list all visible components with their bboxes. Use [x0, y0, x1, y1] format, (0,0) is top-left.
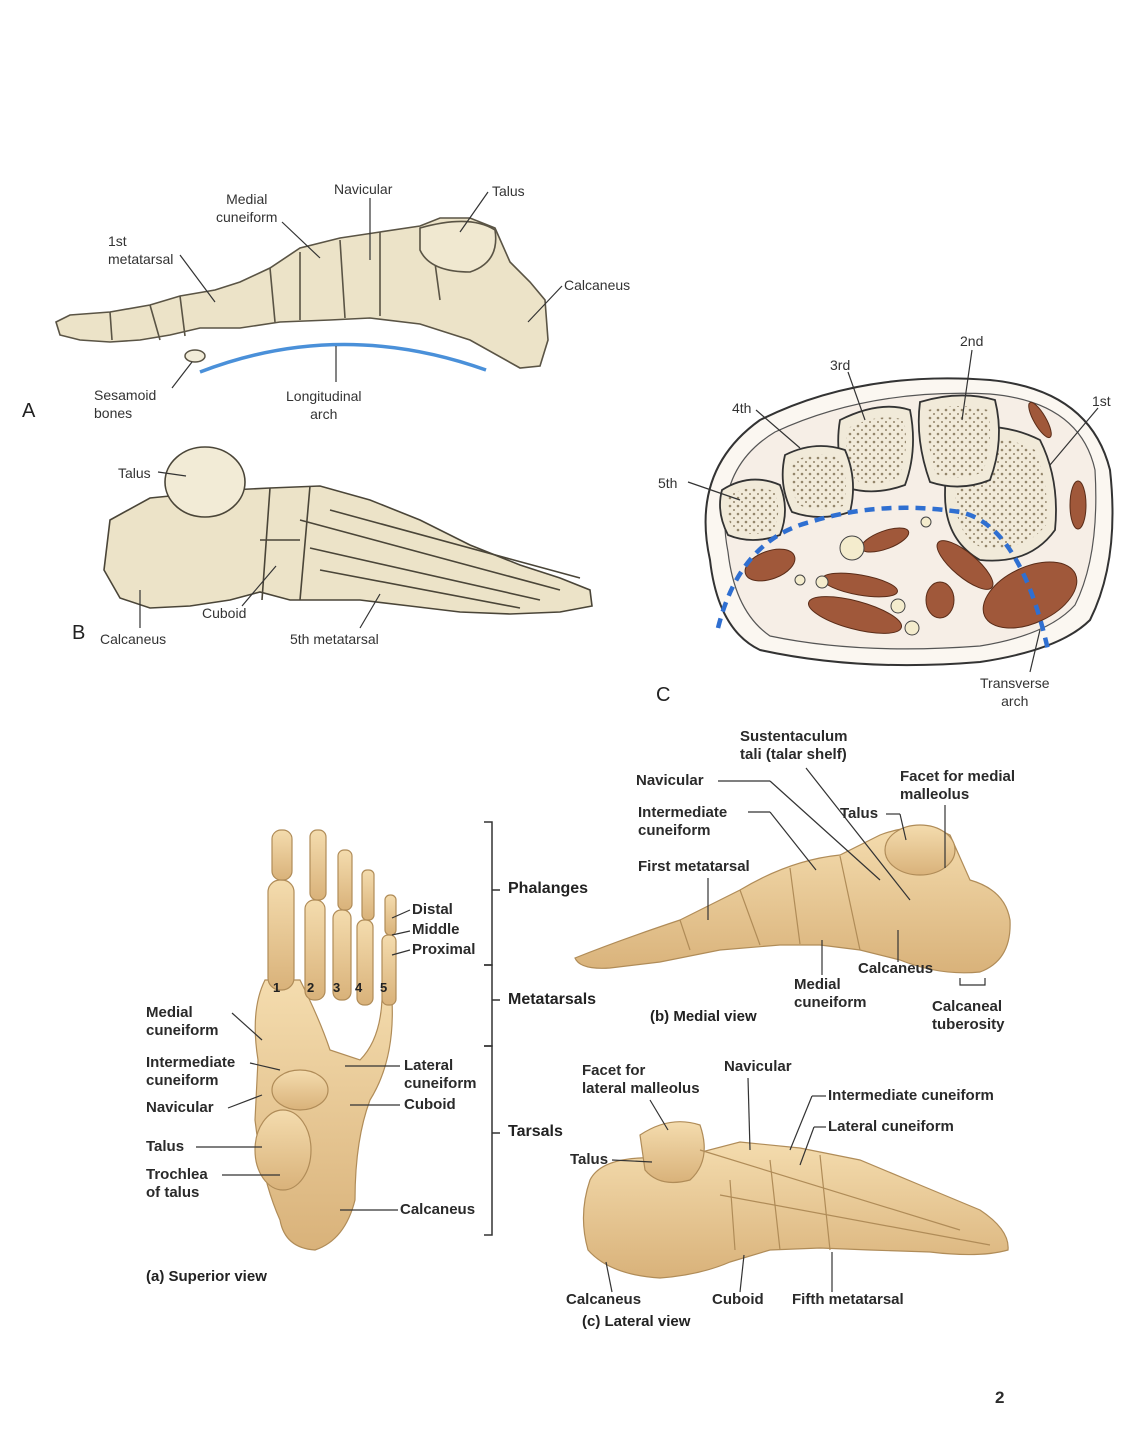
label-med-navicular: Navicular — [636, 772, 704, 789]
label-a-medial-cuneiform: Medial cuneiform — [216, 191, 278, 225]
label-sup-navicular: Navicular — [146, 1099, 214, 1116]
panel-a-foot-medial-sketch — [55, 217, 549, 369]
label-med-facet-medial: Facet for medial malleolus — [900, 768, 1016, 803]
label-lat-talus: Talus — [570, 1151, 609, 1168]
lateral-view-foot — [582, 1121, 1009, 1279]
label-med-calcaneal-tuberosity: Calcaneal tuberosity — [932, 998, 1005, 1033]
label-med-intermediate-cuneiform: Intermediate cuneiform — [638, 804, 728, 839]
caption-superior-view: (a) Superior view — [146, 1268, 267, 1285]
label-lat-cuboid: Cuboid — [712, 1291, 764, 1308]
superior-view-leader-lines — [196, 909, 411, 1211]
caption-lateral-view: (c) Lateral view — [582, 1313, 691, 1330]
label-b-fifth-metatarsal: 5th metatarsal — [290, 631, 379, 647]
label-c-4th: 4th — [732, 400, 752, 416]
label-sup-medial-cuneiform: Medial cuneiform — [146, 1004, 219, 1039]
label-c-1st: 1st — [1092, 393, 1111, 409]
caption-medial-view: (b) Medial view — [650, 1008, 757, 1025]
label-med-talus: Talus — [840, 805, 879, 822]
label-med-calcaneus: Calcaneus — [858, 960, 934, 977]
label-c-transverse-arch: Transverse arch — [980, 675, 1050, 709]
label-c-3rd: 3rd — [830, 357, 851, 373]
group-brackets — [484, 821, 500, 1236]
metatarsal-number-4: 4 — [355, 980, 363, 995]
label-lat-calcaneus: Calcaneus — [566, 1291, 642, 1308]
group-label-metatarsals: Metatarsals — [508, 991, 597, 1008]
label-b-calcaneus: Calcaneus — [100, 631, 167, 647]
label-sup-distal: Distal — [412, 901, 453, 918]
label-med-sustentaculum: Sustentaculum tali (talar shelf) — [740, 728, 848, 763]
page-number: 2 — [995, 1388, 1005, 1407]
metatarsal-number-3: 3 — [333, 980, 341, 995]
group-label-phalanges: Phalanges — [508, 880, 589, 897]
panel-c-leader-lines — [687, 349, 1099, 673]
label-a-first-metatarsal: 1st metatarsal — [108, 233, 174, 267]
label-a-longitudinal-arch: Longitudinal arch — [286, 388, 362, 422]
metatarsal-number-2: 2 — [307, 980, 315, 995]
medial-view-foot — [574, 824, 1011, 974]
label-c-2nd: 2nd — [960, 333, 984, 349]
panel-b-foot-lateral-sketch — [103, 446, 593, 615]
label-sup-talus: Talus — [146, 1138, 185, 1155]
label-b-talus: Talus — [118, 465, 151, 481]
label-a-talus: Talus — [492, 183, 525, 199]
panel-c-cross-section — [704, 377, 1114, 667]
label-sup-lateral-cuneiform: Lateral cuneiform — [404, 1057, 477, 1092]
longitudinal-arch-line — [199, 342, 487, 374]
label-a-calcaneus: Calcaneus — [564, 277, 631, 293]
label-sup-proximal: Proximal — [412, 941, 476, 958]
superior-view-foot — [254, 829, 397, 1251]
label-sup-cuboid: Cuboid — [404, 1096, 456, 1113]
sesamoid-bone-shape — [184, 349, 206, 363]
label-c-5th: 5th — [658, 475, 678, 491]
label-lat-navicular: Navicular — [724, 1058, 792, 1075]
label-sup-intermediate-cuneiform: Intermediate cuneiform — [146, 1054, 236, 1089]
label-a-navicular: Navicular — [334, 181, 393, 197]
lateral-view-leader-lines — [605, 1077, 833, 1293]
label-a-sesamoid-bones: Sesamoid bones — [94, 387, 157, 421]
label-lat-lateral-cuneiform: Lateral cuneiform — [828, 1118, 954, 1135]
panel-b-leader-lines — [139, 471, 381, 629]
label-sup-trochlea: Trochlea of talus — [146, 1166, 208, 1201]
label-lat-facet-lateral: Facet for lateral malleolus — [582, 1062, 700, 1097]
panel-c-letter: C — [656, 684, 671, 706]
metatarsal-number-5: 5 — [380, 980, 388, 995]
label-med-medial-cuneiform: Medial cuneiform — [794, 976, 867, 1011]
metatarsal-number-1: 1 — [273, 980, 281, 995]
label-lat-fifth-metatarsal: Fifth metatarsal — [792, 1291, 904, 1308]
transverse-arch-line — [715, 505, 1051, 651]
label-med-first-metatarsal: First metatarsal — [638, 858, 750, 875]
group-label-tarsals: Tarsals — [508, 1123, 563, 1140]
label-b-cuboid: Cuboid — [202, 605, 247, 621]
label-sup-middle: Middle — [412, 921, 460, 938]
panel-a-leader-lines — [171, 191, 563, 389]
label-sup-calcaneus: Calcaneus — [400, 1201, 476, 1218]
panel-b-letter: B — [72, 622, 86, 644]
medial-view-leader-lines — [707, 767, 986, 986]
label-lat-intermediate-cuneiform: Intermediate cuneiform — [828, 1087, 994, 1104]
panel-a-letter: A — [22, 400, 36, 422]
